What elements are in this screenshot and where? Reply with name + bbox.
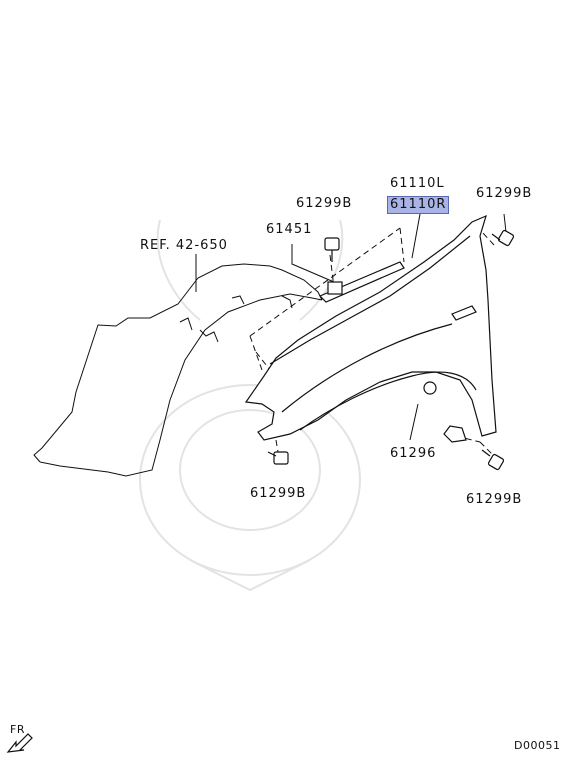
part-label-bolt-bottom-right: 61299B [466,492,523,507]
bolt-top-left [324,237,340,262]
part-label-clip-61451: 61451 [266,222,313,237]
inner-fender-liner [33,263,323,477]
bolt-bottom-right [481,449,505,471]
front-direction-label: FR [10,723,25,736]
diagram-code: D00051 [514,739,561,752]
bolt-bottom-left [267,451,289,465]
part-label-61110l: 61110L [390,176,445,191]
part-label-61110r-highlighted[interactable]: 61110R [387,196,450,214]
reference-label: REF. 42-650 [140,238,228,253]
front-direction-arrow-icon [6,733,33,753]
front-fender-panel [244,214,497,443]
nut-61296 [423,381,437,395]
clip-61451 [327,281,343,295]
part-label-bolt-top-left: 61299B [296,196,353,211]
part-label-bolt-bottom-left: 61299B [250,486,307,501]
watermark-emblem [139,219,361,592]
leader-lines [195,213,507,441]
bolt-top-right [491,229,515,247]
assembly-lines [249,227,495,457]
part-label-nut-61296: 61296 [390,446,437,461]
part-label-bolt-top-right: 61299B [476,186,533,201]
